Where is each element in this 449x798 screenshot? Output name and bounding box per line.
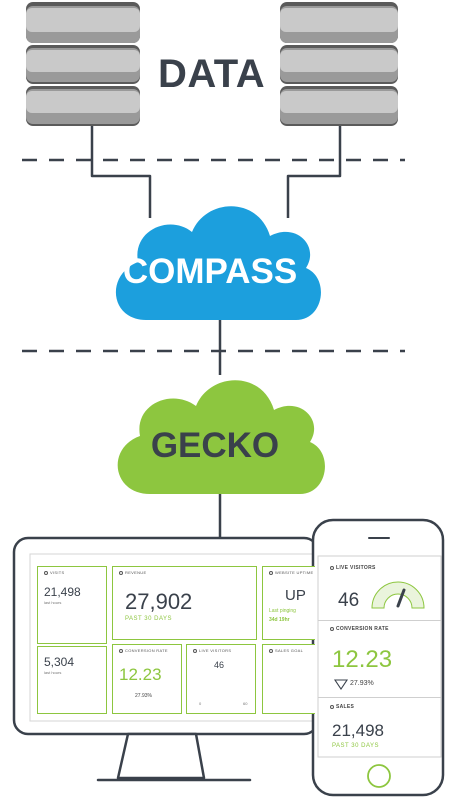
phone-sales-title: SALES — [336, 704, 355, 710]
widget-value: 5,304 — [44, 655, 75, 669]
widget-title: SALES GOAL — [275, 648, 304, 653]
database-right-icon — [280, 2, 398, 126]
widget-value: 12.23 — [119, 665, 162, 684]
widget-title: REVENUE — [125, 570, 147, 575]
phone-screen: LIVE VISITORS 46 CONVERSION RATE 12.23 2… — [318, 556, 441, 757]
widget-title: CONVERSION RATE — [125, 648, 168, 653]
phone-live-title: LIVE VISITORS — [336, 565, 376, 571]
compass-label: COMPASS — [122, 252, 298, 291]
widget-value: UP — [285, 587, 306, 604]
gecko-cloud-icon — [117, 380, 325, 494]
desktop-widget-visits: VISITS 21,498 last hours — [37, 566, 107, 644]
desktop-widget-goal: SALES GOAL — [262, 644, 315, 714]
phone-conversion-title: CONVERSION RATE — [336, 626, 389, 632]
phone-separator — [318, 620, 441, 621]
desktop-widget-conversion: CONVERSION RATE 12.23 27.93% — [112, 644, 182, 714]
widget-title: VISITS — [50, 570, 65, 575]
phone-conversion-change: 27.93% — [350, 680, 374, 687]
phone-live-gauge — [371, 581, 425, 609]
phone-live-value: 46 — [338, 590, 360, 611]
widget-sub2: 34d 19hr — [269, 617, 290, 623]
gauge-max: 60 — [243, 701, 248, 706]
desktop-widget-revenue: REVENUE 27,902 PAST 30 DAYS — [112, 566, 257, 640]
database-left-icon — [26, 2, 140, 126]
widget-title: WEBSITE UPTIME — [275, 570, 314, 575]
phone-conversion-value: 12.23 — [332, 646, 393, 673]
phone-sales-value: 21,498 — [332, 721, 384, 740]
widget-value: 21,498 — [44, 585, 81, 599]
gecko-label: GECKO — [150, 426, 280, 465]
widget-title: LIVE VISITORS — [199, 648, 232, 653]
data-label: DATA — [158, 52, 266, 96]
phone-sales-sub: PAST 30 DAYS — [332, 743, 380, 749]
widget-sub: PAST 30 DAYS — [125, 616, 173, 622]
gauge-min: 0 — [199, 701, 202, 706]
widget-value: 27,902 — [125, 589, 193, 614]
desktop-widget-uptime: WEBSITE UPTIME UP Last pinging 34d 19hr — [262, 566, 315, 640]
compass-cloud-icon — [115, 206, 321, 320]
widget-sub: Last pinging — [269, 608, 296, 614]
desktop-widget-sales: 5,304 last hours — [37, 646, 107, 714]
widget-sub: last hours — [44, 600, 62, 605]
widget-value: 46 — [214, 660, 225, 670]
phone-separator — [318, 697, 441, 698]
widget-change: 27.93% — [135, 693, 152, 699]
phone-down-triangle-icon — [333, 679, 349, 690]
desktop-widget-live: LIVE VISITORS 46 0 60 — [186, 644, 256, 714]
widget-sub: last hours — [44, 670, 62, 675]
connector-lines — [90, 126, 342, 538]
